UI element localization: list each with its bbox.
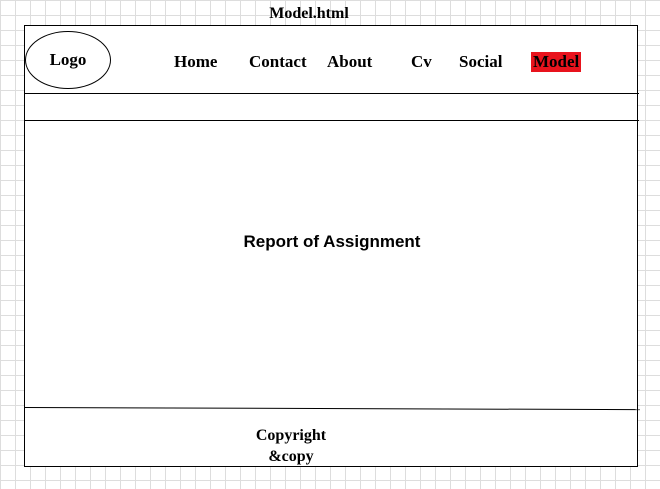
nav-social-link[interactable]: Social — [459, 52, 503, 71]
nav-cv-link[interactable]: Cv — [411, 52, 432, 71]
nav-contact-link[interactable]: Contact — [249, 52, 307, 71]
nav-about-link[interactable]: About — [327, 52, 373, 71]
logo-label: Logo — [49, 50, 87, 69]
footer-line-2: &copy — [268, 448, 314, 465]
nav-model-link[interactable]: Model — [531, 52, 582, 72]
report-title: Report of Assignment — [243, 232, 421, 251]
wireframe: Logo Home Contact About Cv Social Model … — [24, 25, 640, 467]
header-divider — [25, 93, 639, 94]
nav-home-link[interactable]: Home — [174, 52, 218, 71]
subnav-divider — [25, 120, 639, 121]
footer-line-1: Copyright — [255, 427, 327, 444]
footer-copyright: Copyright &copy — [238, 425, 344, 467]
page-title: Model.html — [269, 5, 349, 22]
logo[interactable]: Logo — [25, 31, 111, 89]
footer-divider — [24, 407, 640, 411]
